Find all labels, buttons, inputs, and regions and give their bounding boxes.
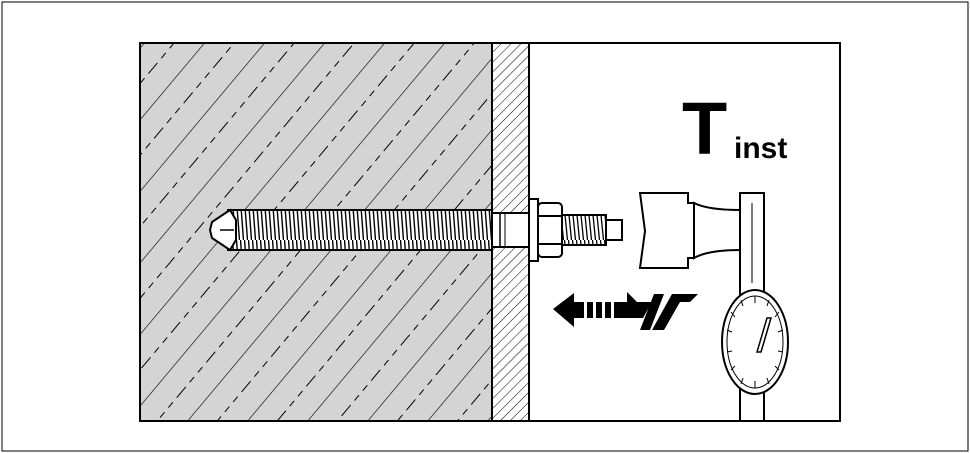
anchor-threaded-end bbox=[561, 214, 623, 246]
anchor-rod bbox=[208, 208, 533, 252]
torque-symbol: T bbox=[682, 87, 727, 170]
tighten-direction-arrow-icon bbox=[553, 292, 698, 330]
torque-gauge-icon bbox=[721, 289, 789, 395]
installation-torque-label: T inst bbox=[682, 87, 787, 170]
anchor-nut bbox=[528, 198, 563, 262]
torque-subscript: inst bbox=[734, 132, 787, 165]
